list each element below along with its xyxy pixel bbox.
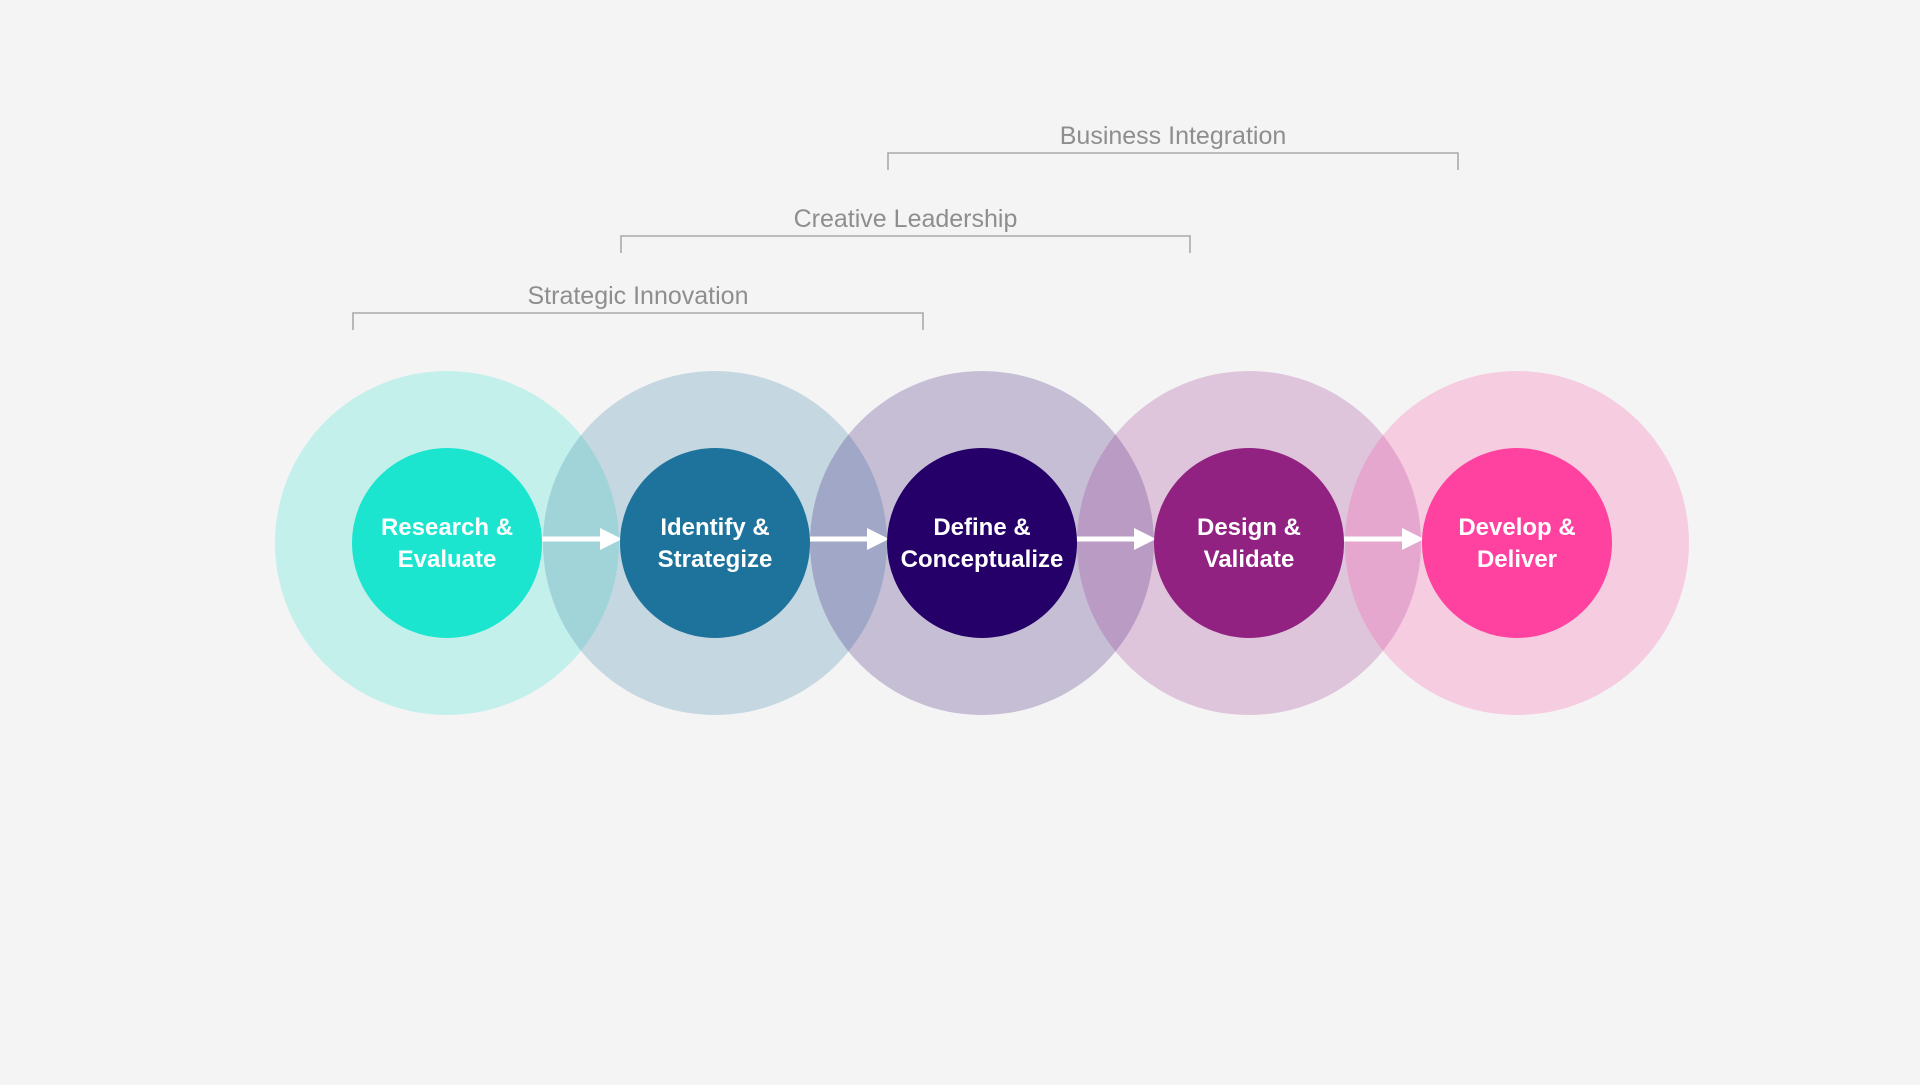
step-label-line2: Evaluate [398, 546, 497, 573]
step-label-line2: Strategize [658, 546, 773, 573]
step-label-identify-strategize: Identify & Strategize [658, 514, 773, 573]
step-circle-research-evaluate [352, 448, 542, 638]
bracket-label-strategic-innovation: Strategic Innovation [528, 282, 749, 310]
flow-arrow-3 [1075, 528, 1156, 550]
arrow-layer [540, 528, 1424, 550]
step-label-research-evaluate: Research & Evaluate [381, 514, 513, 573]
flow-arrow-4 [1342, 528, 1424, 550]
bracket-strategic-innovation: Strategic Innovation [352, 282, 924, 330]
step-label-line2: Validate [1204, 546, 1295, 573]
bracket-creative-leadership: Creative Leadership [620, 205, 1191, 253]
bracket-business-integration: Business Integration [887, 122, 1459, 170]
flow-arrow-1 [540, 528, 622, 550]
step-label-define-conceptualize: Define & Conceptualize [901, 514, 1064, 573]
step-label-design-validate: Design & Validate [1197, 514, 1301, 573]
step-circle-develop-deliver [1422, 448, 1612, 638]
bracket-line [887, 152, 1459, 170]
step-circle-define-conceptualize [887, 448, 1077, 638]
step-label-line1: Develop & [1458, 514, 1575, 541]
bracket-label-creative-leadership: Creative Leadership [794, 205, 1018, 233]
step-label-line1: Design & [1197, 514, 1301, 541]
bracket-line [620, 235, 1191, 253]
step-label-line1: Define & [933, 514, 1030, 541]
step-label-line2: Conceptualize [901, 546, 1064, 573]
step-layer: Research & Evaluate Identify & Strategize De… [352, 448, 1612, 638]
step-label-line1: Research & [381, 514, 513, 541]
step-label-line2: Deliver [1477, 546, 1557, 573]
step-circle-identify-strategize [620, 448, 810, 638]
bracket-line [352, 312, 924, 330]
step-label-develop-deliver: Develop & Deliver [1458, 514, 1575, 573]
bracket-label-business-integration: Business Integration [1060, 122, 1287, 150]
flow-arrow-2 [808, 528, 889, 550]
step-label-line1: Identify & [660, 514, 769, 541]
step-circle-design-validate [1154, 448, 1344, 638]
